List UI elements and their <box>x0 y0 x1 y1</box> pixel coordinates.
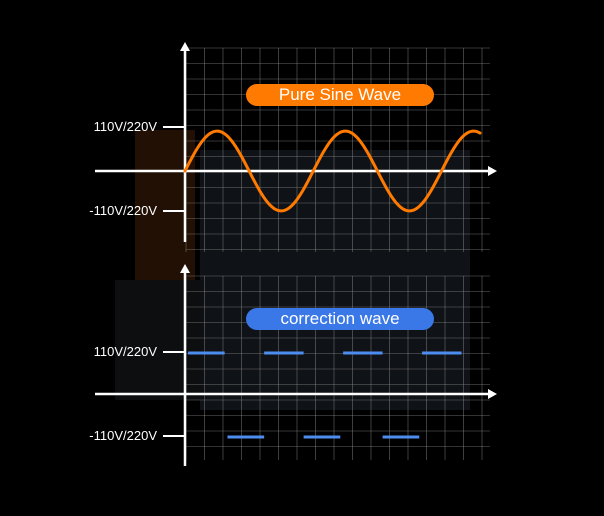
bottom-chart-negative-voltage-label: -110V/220V <box>89 428 157 443</box>
x-axis-arrow <box>488 166 497 176</box>
top-chart-negative-voltage-label: -110V/220V <box>89 203 157 218</box>
top-chart-positive-voltage-label: 110V/220V <box>93 119 157 134</box>
bottom-chart-positive-voltage-label: 110V/220V <box>93 344 157 359</box>
sine-wave-line <box>183 129 482 213</box>
bg-device-base <box>115 280 205 400</box>
y-axis-arrow <box>180 42 190 51</box>
bg-device-body <box>200 150 470 410</box>
pure-sine-wave-title: Pure Sine Wave <box>246 84 434 106</box>
y-axis-arrow <box>180 264 190 273</box>
correction-wave-title: correction wave <box>246 308 434 330</box>
x-axis-arrow <box>488 389 497 399</box>
